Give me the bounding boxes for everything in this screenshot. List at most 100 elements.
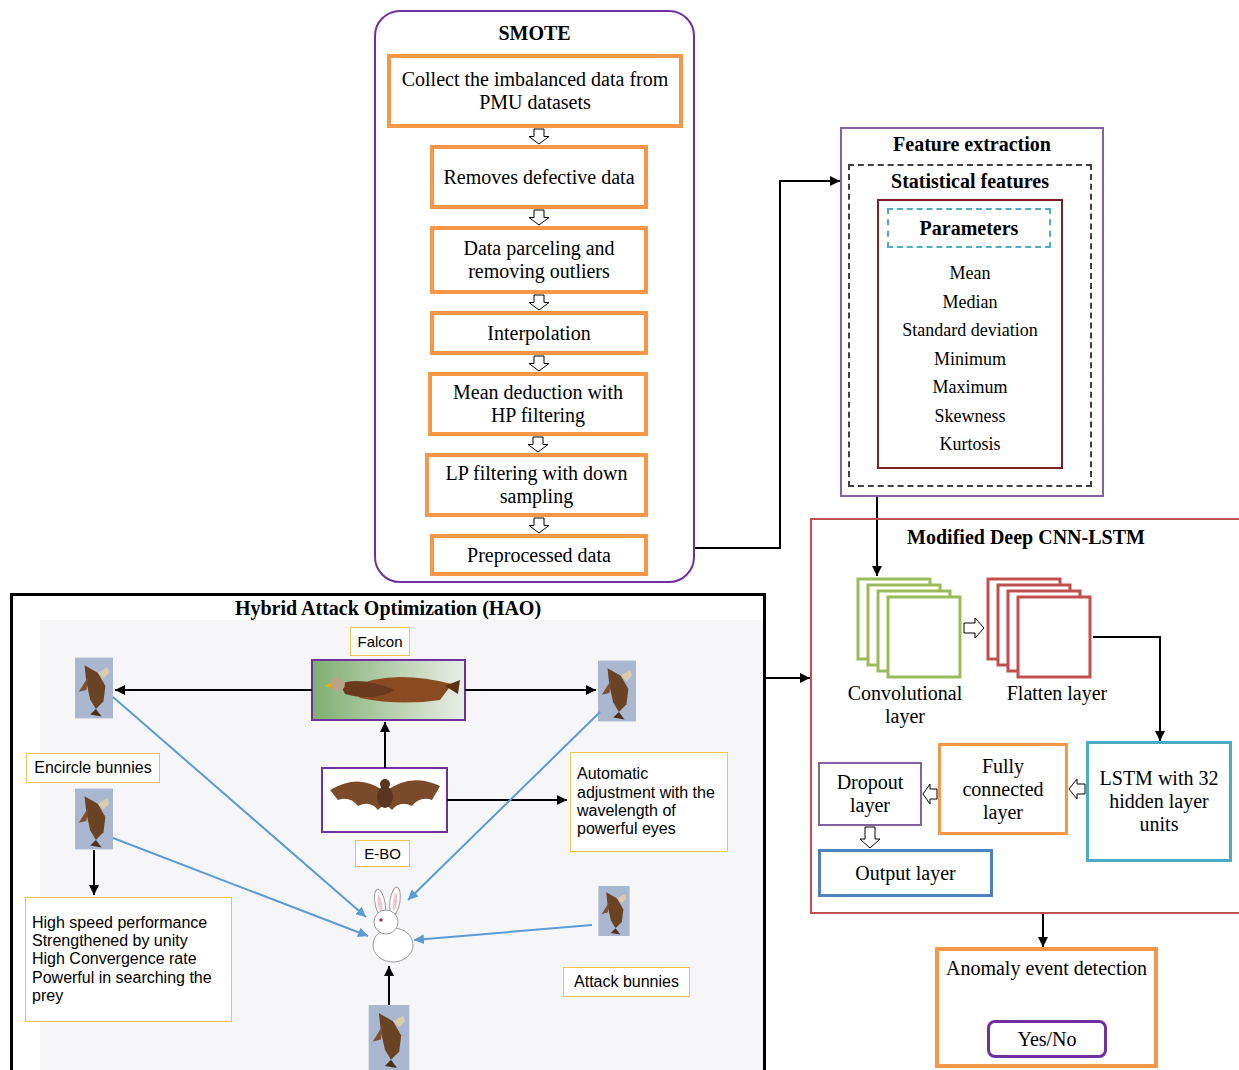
arrow-line [93, 850, 95, 895]
arrow-line [447, 799, 567, 801]
callout-box: Attack bunnies [563, 967, 690, 997]
node-label: Output layer [855, 862, 956, 885]
eagle-icon [75, 789, 113, 850]
node-label: Maximum [879, 373, 1061, 402]
lstm-box: LSTM with 32 hidden layer units [1086, 741, 1232, 862]
block-arrow [529, 129, 549, 144]
callout-box: Falcon [350, 627, 410, 656]
process-box: Collect the imbalanced data from PMU dat… [387, 54, 683, 128]
node-label: Collect the imbalanced data from PMU dat… [397, 68, 673, 114]
node-label: Skewness [879, 402, 1061, 431]
eagle-icon [598, 661, 636, 722]
node-label: Falcon [357, 633, 402, 650]
eagle-icon [369, 1005, 410, 1070]
feature-panel: Feature extractionStatistical featuresMe… [840, 127, 1104, 497]
model-panel: Modified Deep CNN-LSTM Convolutional laye… [810, 518, 1239, 914]
block-arrow [529, 210, 549, 225]
feature-map [888, 597, 960, 677]
process-box: Interpolation [430, 311, 648, 355]
bat-head [380, 779, 390, 789]
output-box: Output layer [818, 849, 993, 897]
falcon-beak [325, 683, 331, 688]
arrow-line [465, 689, 596, 691]
note-box: Automatic adjustment with the wavelength… [570, 752, 728, 852]
node-label: Strengthened by unity [32, 932, 188, 950]
node-label: Parameters [920, 217, 1019, 240]
process-box: LP filtering with down sampling [425, 453, 648, 517]
node-label: Kurtosis [879, 430, 1061, 459]
node-label: Minimum [879, 345, 1061, 374]
layer-stack [985, 576, 1093, 680]
node-label: Automatic adjustment with the wavelength… [577, 765, 721, 839]
node-label: Attack bunnies [574, 973, 679, 991]
attack-line [113, 697, 366, 917]
node-label: Mean [879, 259, 1061, 288]
node-label: Yes/No [1017, 1028, 1076, 1051]
feature-map [1018, 597, 1090, 677]
block-arrow [529, 356, 549, 371]
rabbit-eye [379, 918, 383, 922]
parameter-heading: Parameters [887, 208, 1051, 248]
callout-box: Encircle bunnies [26, 753, 160, 783]
node-label: High Convergence rate [32, 950, 197, 968]
falcon-tail [445, 680, 460, 694]
arrow-line [115, 689, 312, 691]
block-arrow [964, 618, 984, 638]
panel-title: Hybrid Attack Optimization (HAO) [13, 597, 763, 620]
node-label: Data parceling and removing outliers [440, 237, 638, 283]
rabbit-ear-inner [392, 893, 398, 911]
block-arrow [1069, 779, 1085, 799]
block-arrow [528, 437, 548, 452]
dropout-box: Dropout layer [818, 762, 922, 826]
panel-title: Anomaly event detection [939, 957, 1154, 980]
connector-arrow [876, 497, 878, 576]
attack-line [414, 925, 592, 940]
process-box: Mean deduction with HP filtering [428, 372, 648, 436]
arrow-line [388, 966, 390, 1005]
node-label: Interpolation [487, 322, 590, 345]
node-label: Fully connected layer [947, 755, 1059, 824]
node-label: Median [879, 288, 1061, 317]
parameter-list: MeanMedianStandard deviationMinimumMaxim… [877, 199, 1063, 469]
eagle-icon [598, 886, 629, 936]
result-box: Yes/No [987, 1020, 1107, 1058]
detection-box: Anomaly event detectionYes/No [935, 947, 1158, 1068]
smote-panel: SMOTE Collect the imbalanced data from PM… [374, 10, 695, 583]
eagle-icon [75, 658, 113, 719]
node-label: Dropout layer [826, 771, 914, 817]
callout-box: E-BO [355, 840, 410, 867]
node-label: Standard deviation [879, 316, 1061, 345]
rabbit-head [374, 910, 398, 934]
process-box: Removes defective data [430, 145, 648, 209]
dense-box: Fully connected layer [938, 743, 1068, 835]
node-label: Mean deduction with HP filtering [438, 381, 638, 427]
panel-title: SMOTE [376, 22, 693, 45]
node-label: Powerful in searching the prey [32, 969, 225, 1006]
node-label: Convolutional layer [830, 682, 980, 728]
layer-stack [855, 576, 963, 680]
block-arrow [529, 295, 549, 310]
connector-arrow [766, 677, 810, 679]
node-label: High speed performance [32, 914, 207, 932]
panel-title: Modified Deep CNN-LSTM [812, 526, 1239, 549]
conv-layer: Convolutional layer [830, 576, 980, 730]
connector-arrow [1042, 914, 1044, 947]
falcon-body [340, 681, 395, 697]
node-label: Preprocessed data [467, 544, 611, 567]
connector-arrow [695, 181, 840, 548]
block-arrow [860, 827, 880, 848]
statistics-group: Statistical featuresMeanMedianStandard d… [848, 164, 1092, 487]
rabbit-body [373, 928, 413, 962]
note-box: High speed performanceStrengthened by un… [25, 897, 232, 1022]
node-label: LP filtering with down sampling [435, 462, 638, 508]
process-box: Data parceling and removing outliers [430, 226, 648, 294]
node-label: Flatten layer [982, 682, 1132, 705]
bat-body [377, 786, 393, 808]
panel-title: Statistical features [850, 170, 1090, 193]
node-label: E-BO [364, 845, 401, 862]
node-label: Encircle bunnies [34, 759, 151, 777]
block-arrow [529, 518, 549, 533]
bat-frame [322, 768, 447, 832]
flatten-layer: Flatten layer [982, 576, 1132, 706]
